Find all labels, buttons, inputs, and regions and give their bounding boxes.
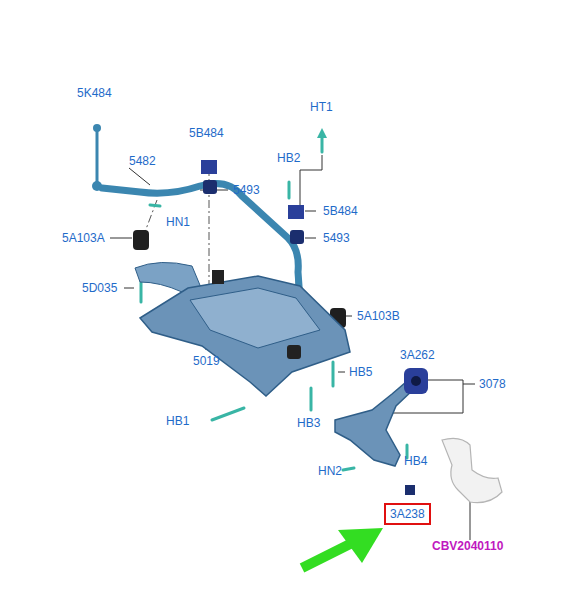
callout-number: HN2 bbox=[318, 464, 342, 478]
callout-number: 3A262 bbox=[400, 348, 435, 362]
callout-number: HB1 bbox=[166, 414, 189, 428]
callout-number: HN1 bbox=[166, 215, 190, 229]
callout-number: 5K484 bbox=[77, 86, 112, 100]
part-reference: CBV2040110 bbox=[432, 539, 503, 553]
callout-number: 5B484 bbox=[189, 126, 224, 140]
callout-number: HB5 bbox=[349, 365, 372, 379]
callout-number: 3078 bbox=[479, 377, 506, 391]
callout-number: 5A103B bbox=[357, 309, 400, 323]
callout-number: 5A103A bbox=[62, 231, 105, 245]
callout-number: HB3 bbox=[297, 416, 320, 430]
callout-number: HB4 bbox=[404, 454, 427, 468]
highlight-box: 3A238 bbox=[384, 503, 431, 525]
callout-number: 5019 bbox=[193, 354, 220, 368]
callout-number: 3A238 bbox=[390, 507, 425, 521]
callout-number: 5482 bbox=[129, 154, 156, 168]
callout-number: 5493 bbox=[323, 231, 350, 245]
callout-number: 5D035 bbox=[82, 281, 117, 295]
callout-number: 5B484 bbox=[323, 204, 358, 218]
callout-number: HT1 bbox=[310, 100, 333, 114]
callout-number: HB2 bbox=[277, 151, 300, 165]
callout-number: 5493 bbox=[233, 183, 260, 197]
